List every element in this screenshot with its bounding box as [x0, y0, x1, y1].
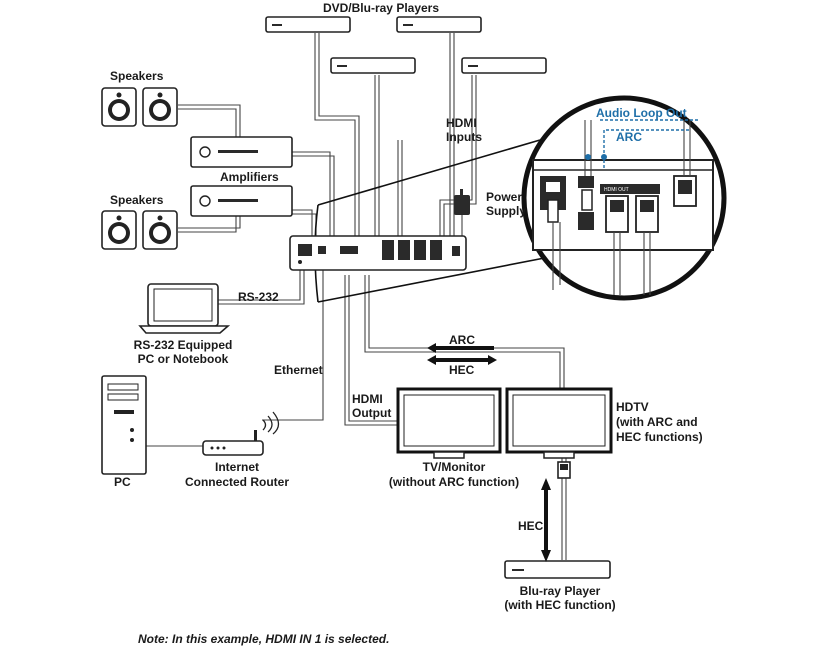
- hdmi-plug-icon: [557, 461, 571, 479]
- power-supply-label-line1: Power: [486, 190, 522, 204]
- tv-monitor-label-line1: TV/Monitor: [423, 460, 486, 474]
- hdtv-label-line1: HDTV: [616, 400, 649, 414]
- arc-arrow-icon: [427, 343, 494, 353]
- hdmi-output-label-line2: Output: [352, 406, 391, 420]
- router-label-line2: Connected Router: [185, 475, 289, 489]
- hec-vertical-label: HEC: [518, 519, 544, 533]
- speakers-bottom-label: Speakers: [110, 193, 164, 207]
- power-supply-label-line2: Supply: [486, 204, 526, 218]
- dvd-player-3: [330, 57, 416, 74]
- hdtv-label-line2: (with ARC and: [616, 415, 698, 429]
- tv-monitor-icon: [396, 387, 502, 459]
- hdmi-out-port-label: HDMI OUT: [604, 187, 629, 193]
- hdmi-inputs-label-line2: Inputs: [446, 130, 482, 144]
- dvd-player-2: [396, 16, 482, 33]
- amplifier-top: [190, 136, 293, 168]
- dvd-player-4: [461, 57, 547, 74]
- pc-label: PC: [114, 475, 131, 489]
- arc-arrow-label: ARC: [449, 333, 475, 347]
- port-zoom-detail: HDMI OUT Audio Loop Out ARC: [521, 95, 727, 301]
- bluray-player-icon: [504, 560, 611, 579]
- dvd-player-1: [265, 16, 351, 33]
- router-icon: [202, 411, 280, 456]
- laptop-icon: [138, 283, 231, 334]
- hec-arrow-icon: [427, 355, 497, 365]
- hec-arrow-label: HEC: [449, 363, 475, 377]
- speakers-top-label: Speakers: [110, 69, 164, 83]
- hdmi-output-label-line1: HDMI: [352, 392, 383, 406]
- rs232-label: RS-232: [238, 290, 279, 304]
- router-label-line1: Internet: [215, 460, 259, 474]
- bluray-label-line1: Blu-ray Player: [520, 584, 601, 598]
- bluray-label-line2: (with HEC function): [504, 598, 615, 612]
- amplifiers-label: Amplifiers: [220, 170, 279, 184]
- pc-tower-icon: [101, 375, 147, 475]
- power-supply-adapter: [454, 189, 470, 215]
- hdtv-label-line3: HEC functions): [616, 430, 703, 444]
- arc-zoom-label: ARC: [616, 130, 642, 144]
- rs232-pc-label-line2: PC or Notebook: [138, 352, 229, 366]
- hdtv-icon: [505, 387, 613, 459]
- dvd-players-label: DVD/Blu-ray Players: [323, 1, 439, 15]
- amplifier-bottom: [190, 185, 293, 217]
- footnote: Note: In this example, HDMI IN 1 is sele…: [138, 632, 389, 646]
- hdmi-switcher: [289, 235, 467, 271]
- speakers-bottom: [101, 210, 178, 250]
- speakers-top: [101, 87, 178, 127]
- audio-loop-out-label: Audio Loop Out: [596, 106, 687, 120]
- hdmi-inputs-label-line1: HDMI: [446, 116, 477, 130]
- tv-monitor-label-line2: (without ARC function): [389, 475, 519, 489]
- hec-vertical-arrow-icon: [541, 478, 551, 562]
- cables: [144, 33, 567, 560]
- ethernet-label: Ethernet: [274, 363, 323, 377]
- rs232-pc-label-line1: RS-232 Equipped: [134, 338, 233, 352]
